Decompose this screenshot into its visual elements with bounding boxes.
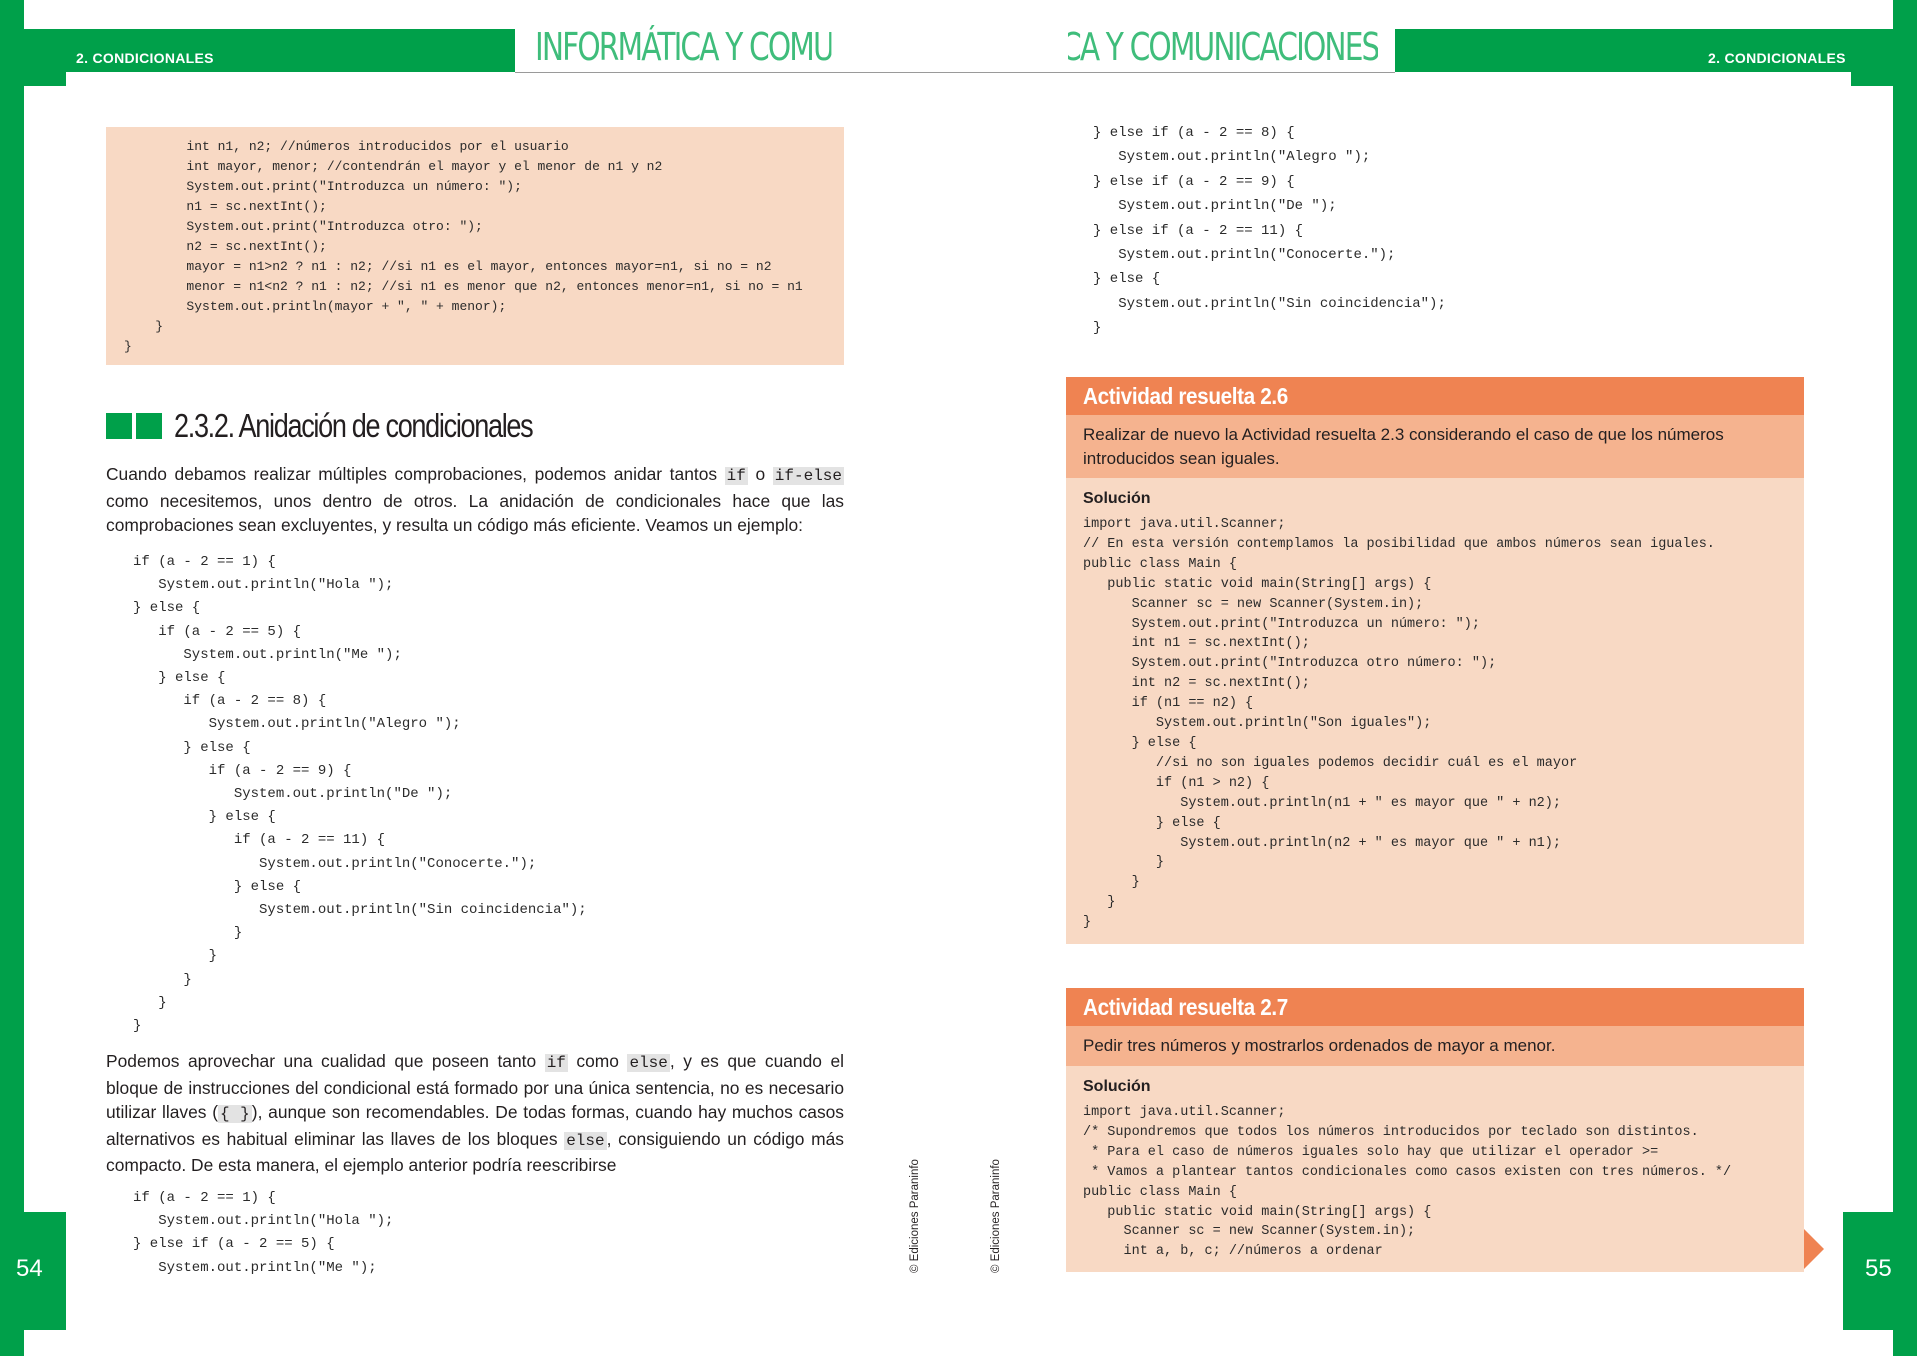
p2-text-5: , consiguiendo un código más compacto. D… (106, 1128, 844, 1176)
code-block-top: int n1, n2; //números introducidos por e… (106, 127, 844, 365)
section-title: 2.3.2. Anidación de condicionales (174, 407, 534, 444)
paragraph-braces: Podemos aprovechar una cualidad que pose… (106, 1049, 844, 1178)
activity-27-description: Pedir tres números y mostrarlos ordenado… (1066, 1026, 1804, 1066)
left-brand-title: INFORMÁTICA Y COMUNICACIONES (535, 25, 832, 69)
activity-26-title: Actividad resuelta 2.6 (1083, 383, 1288, 409)
left-edge-bar (0, 0, 24, 1356)
p2-code-braces: { } (218, 1105, 252, 1124)
section-square-icon (106, 413, 132, 439)
activity-27-solution: Solución import java.util.Scanner; /* Su… (1066, 1066, 1804, 1272)
right-header-tab (1851, 72, 1917, 86)
p2-code-else: else (627, 1054, 670, 1072)
section-square-icon-2 (136, 413, 162, 439)
p2-text-4: ), aunque son recomendables. De todas fo… (106, 1102, 845, 1149)
code-nested-example: if (a - 2 == 1) { System.out.println("Ho… (133, 554, 587, 1035)
right-edge-bar (1893, 0, 1917, 1356)
p2-text-2: como (567, 1051, 628, 1071)
activity-27-solution-label: Solución (1083, 1078, 1151, 1095)
p1-text-2: o (747, 464, 773, 484)
left-header-rule (515, 72, 960, 73)
next-page-arrow-icon (1804, 1229, 1824, 1269)
left-footer-tab (0, 1212, 66, 1330)
p1-text-1: Cuando debamos realizar múltiples compro… (106, 464, 725, 484)
code-top-text: int n1, n2; //números introducidos por e… (124, 139, 803, 354)
activity-27-title: Actividad resuelta 2.7 (1083, 994, 1288, 1020)
activity-26-code: import java.util.Scanner; // En esta ver… (1083, 517, 1715, 931)
p2-code-if: if (544, 1054, 568, 1072)
left-header-label: 2. CONDICIONALES (76, 50, 214, 66)
activity-27-code: import java.util.Scanner; /* Supondremos… (1083, 1105, 1732, 1260)
left-page-number: 54 (16, 1255, 43, 1282)
activity-26-solution: Solución import java.util.Scanner; // En… (1066, 478, 1804, 944)
p1-text-3: como necesitemos, unos dentro de otros. … (106, 490, 844, 536)
activity-26-description: Realizar de nuevo la Actividad resuelta … (1066, 415, 1804, 478)
p1-code-if: if (724, 467, 748, 485)
right-footer-tab (1843, 1212, 1917, 1330)
right-header-rule (960, 72, 1395, 73)
p2-text-1: Podemos aprovechar una cualidad que pose… (106, 1051, 545, 1071)
paragraph-nesting: Cuando debamos realizar múltiples compro… (106, 462, 844, 538)
activity-26-solution-label: Solución (1083, 490, 1151, 507)
code-bottom-example: if (a - 2 == 1) { System.out.println("Ho… (133, 1190, 394, 1276)
activity-27-header: Actividad resuelta 2.7 (1066, 988, 1804, 1026)
right-page-number: 55 (1865, 1255, 1892, 1282)
left-header-bar (0, 29, 515, 72)
left-copyright: © Ediciones Paraninfo (909, 1159, 921, 1273)
right-header-bar (1395, 29, 1917, 72)
p1-code-if-else: if-else (772, 467, 844, 485)
activity-26-header: Actividad resuelta 2.6 (1066, 377, 1804, 415)
p2-text-3: , y es que cuando el bloque de instrucci… (106, 1051, 844, 1123)
right-header-label: 2. CONDICIONALES (1708, 50, 1846, 66)
right-brand-wrap: INFORMÁTICA Y COMUNICACIONES (1068, 22, 1378, 72)
right-brand-title: INFORMÁTICA Y COMUNICACIONES (1068, 25, 1378, 69)
section-heading: 2.3.2. Anidación de condicionales (106, 404, 611, 448)
right-copyright: © Ediciones Paraninfo (990, 1159, 1002, 1273)
left-header-tab (0, 72, 66, 86)
code-right-top: } else if (a - 2 == 8) { System.out.prin… (1093, 125, 1446, 337)
p2-code-else-2: else (564, 1131, 607, 1150)
